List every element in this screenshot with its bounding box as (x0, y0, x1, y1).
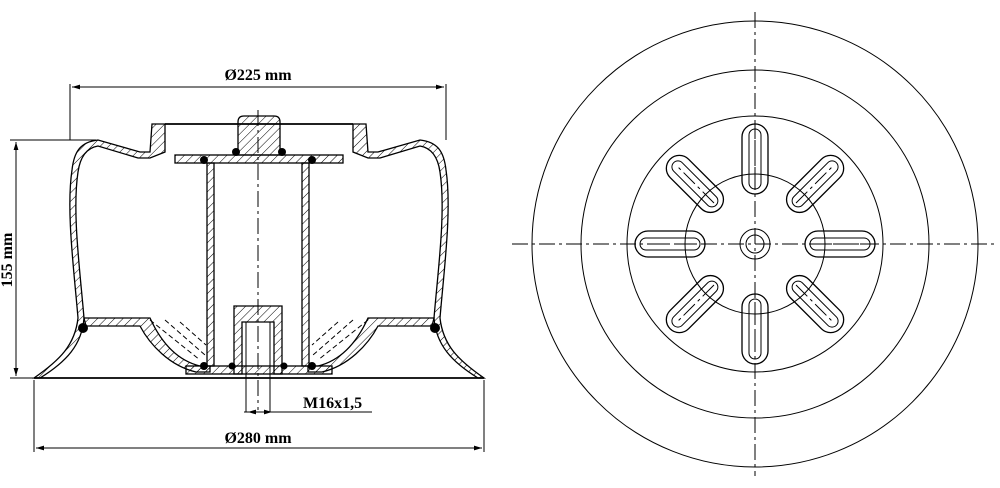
rib (741, 293, 769, 365)
rib (665, 274, 725, 334)
section-view: Ø225 mm Ø280 mm 155 mm M16x1,5 (0, 67, 487, 452)
piston-shell-right (352, 123, 487, 379)
dim-bottom-diameter-label: Ø280 mm (224, 430, 292, 447)
rib (785, 274, 845, 334)
dim-thread: M16x1,5 (244, 395, 372, 415)
rib (741, 123, 769, 195)
dim-bottom-diameter: Ø280 mm (33, 380, 485, 452)
rib (634, 230, 706, 258)
dim-thread-label: M16x1,5 (303, 395, 362, 412)
piston-base-left (83, 317, 211, 373)
rib (804, 230, 876, 258)
threaded-insert (233, 305, 283, 375)
dim-height: 155 mm (0, 139, 96, 379)
dim-top-diameter: Ø225 mm (69, 67, 447, 140)
piston-shell (31, 123, 166, 379)
top-view (512, 12, 998, 476)
hidden-ribs (149, 319, 369, 361)
rib (665, 154, 725, 214)
piston-base-right (307, 317, 435, 373)
tube-wall-left (206, 162, 215, 367)
dim-height-label: 155 mm (0, 232, 16, 287)
rib (785, 154, 845, 214)
ribs (634, 123, 876, 365)
bottom-plate (185, 365, 333, 375)
weld-seals (78, 148, 440, 370)
dim-top-diameter-label: Ø225 mm (224, 67, 292, 84)
top-boss (237, 115, 281, 156)
tube-wall-right (301, 162, 310, 367)
